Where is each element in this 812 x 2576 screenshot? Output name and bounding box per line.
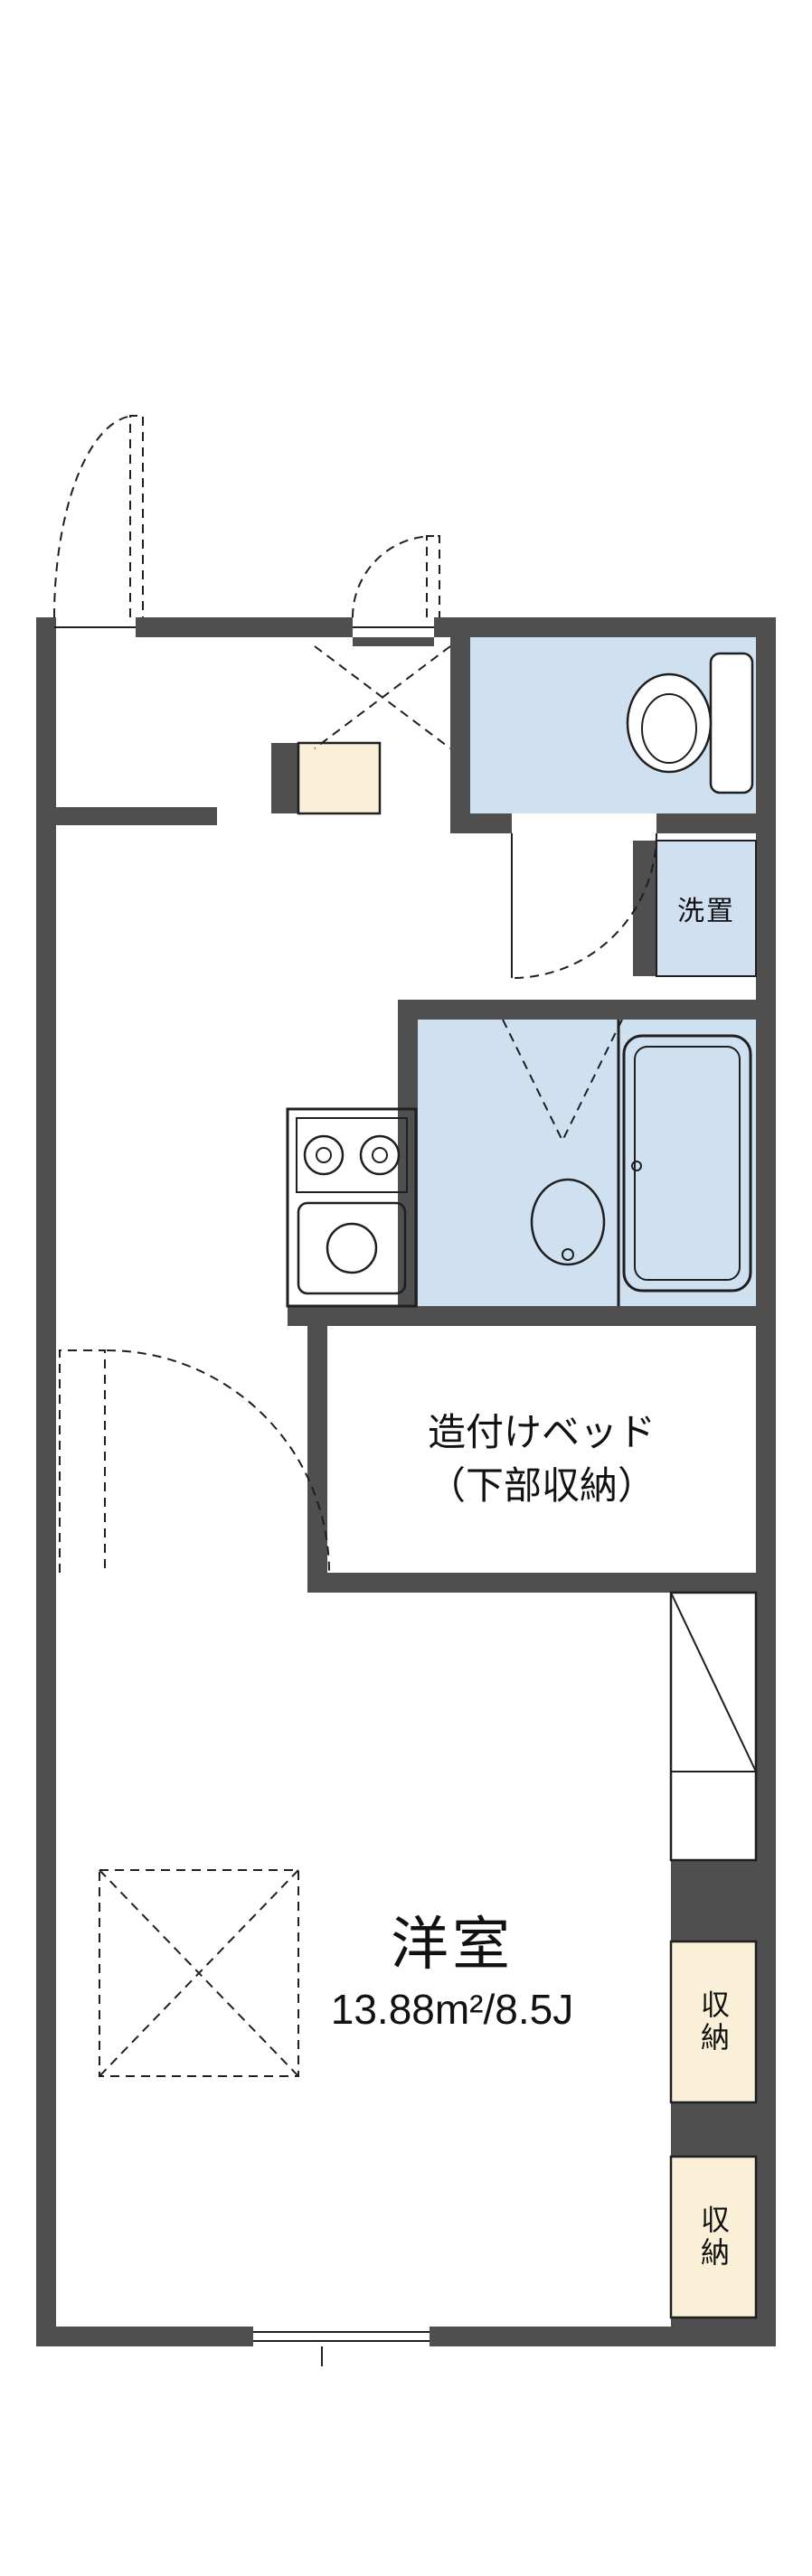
toilet-icon <box>626 652 754 794</box>
storage-upper-box <box>669 1940 758 2104</box>
storage-lower-label: 収納 <box>697 2205 730 2270</box>
kitchen-counter <box>286 1107 418 1308</box>
kitchen <box>286 1107 418 1308</box>
bathtub-icon <box>622 1034 752 1293</box>
balcony-window <box>253 2331 430 2366</box>
outer-walls <box>36 617 776 2346</box>
washer-space-label: 洗置 <box>677 897 735 926</box>
entrance-door-swing <box>53 415 137 618</box>
genkan-cross-mark <box>314 645 451 749</box>
western-room-name: 洋室 <box>391 1912 514 1977</box>
cabinet-column <box>669 1591 758 2319</box>
second-door-swing <box>352 535 435 618</box>
bathroom-floor <box>418 1020 756 1306</box>
cabinet-diagonal <box>670 1592 757 1772</box>
dashed-area-box <box>99 1869 299 2077</box>
built-in-bed-label-line1: 造付けベッド <box>427 1411 656 1454</box>
room-door-leaf <box>59 1349 106 1573</box>
entrance-door-leaf <box>129 415 144 617</box>
bathroom <box>502 1019 752 1306</box>
western-room-label: 洋室 13.88m²/8.5J <box>163 1898 741 2034</box>
genkan-step <box>297 741 382 815</box>
built-in-bed-label-line2: （下部収納） <box>427 1464 656 1507</box>
washbowl-icon <box>530 1178 606 1266</box>
toilet-door-swing <box>511 832 657 979</box>
second-door-leaf <box>426 535 440 617</box>
washer-space-outline <box>656 840 757 977</box>
built-in-bed-label: 造付けベッド （下部収納） <box>327 1347 756 1573</box>
washer-space-floor <box>656 841 756 976</box>
entrance-area <box>53 415 451 815</box>
kitchen-sink-icon <box>297 1201 407 1295</box>
western-room-area: 13.88m²/8.5J <box>330 1986 574 2033</box>
storage-lower-box <box>669 2155 758 2319</box>
stove-burners-icon <box>296 1117 408 1193</box>
storage-upper-label: 収納 <box>697 1989 730 2054</box>
interior-walls <box>36 637 776 2327</box>
room-door-swing <box>106 1349 330 1574</box>
cabinet-outline <box>669 1591 758 1862</box>
